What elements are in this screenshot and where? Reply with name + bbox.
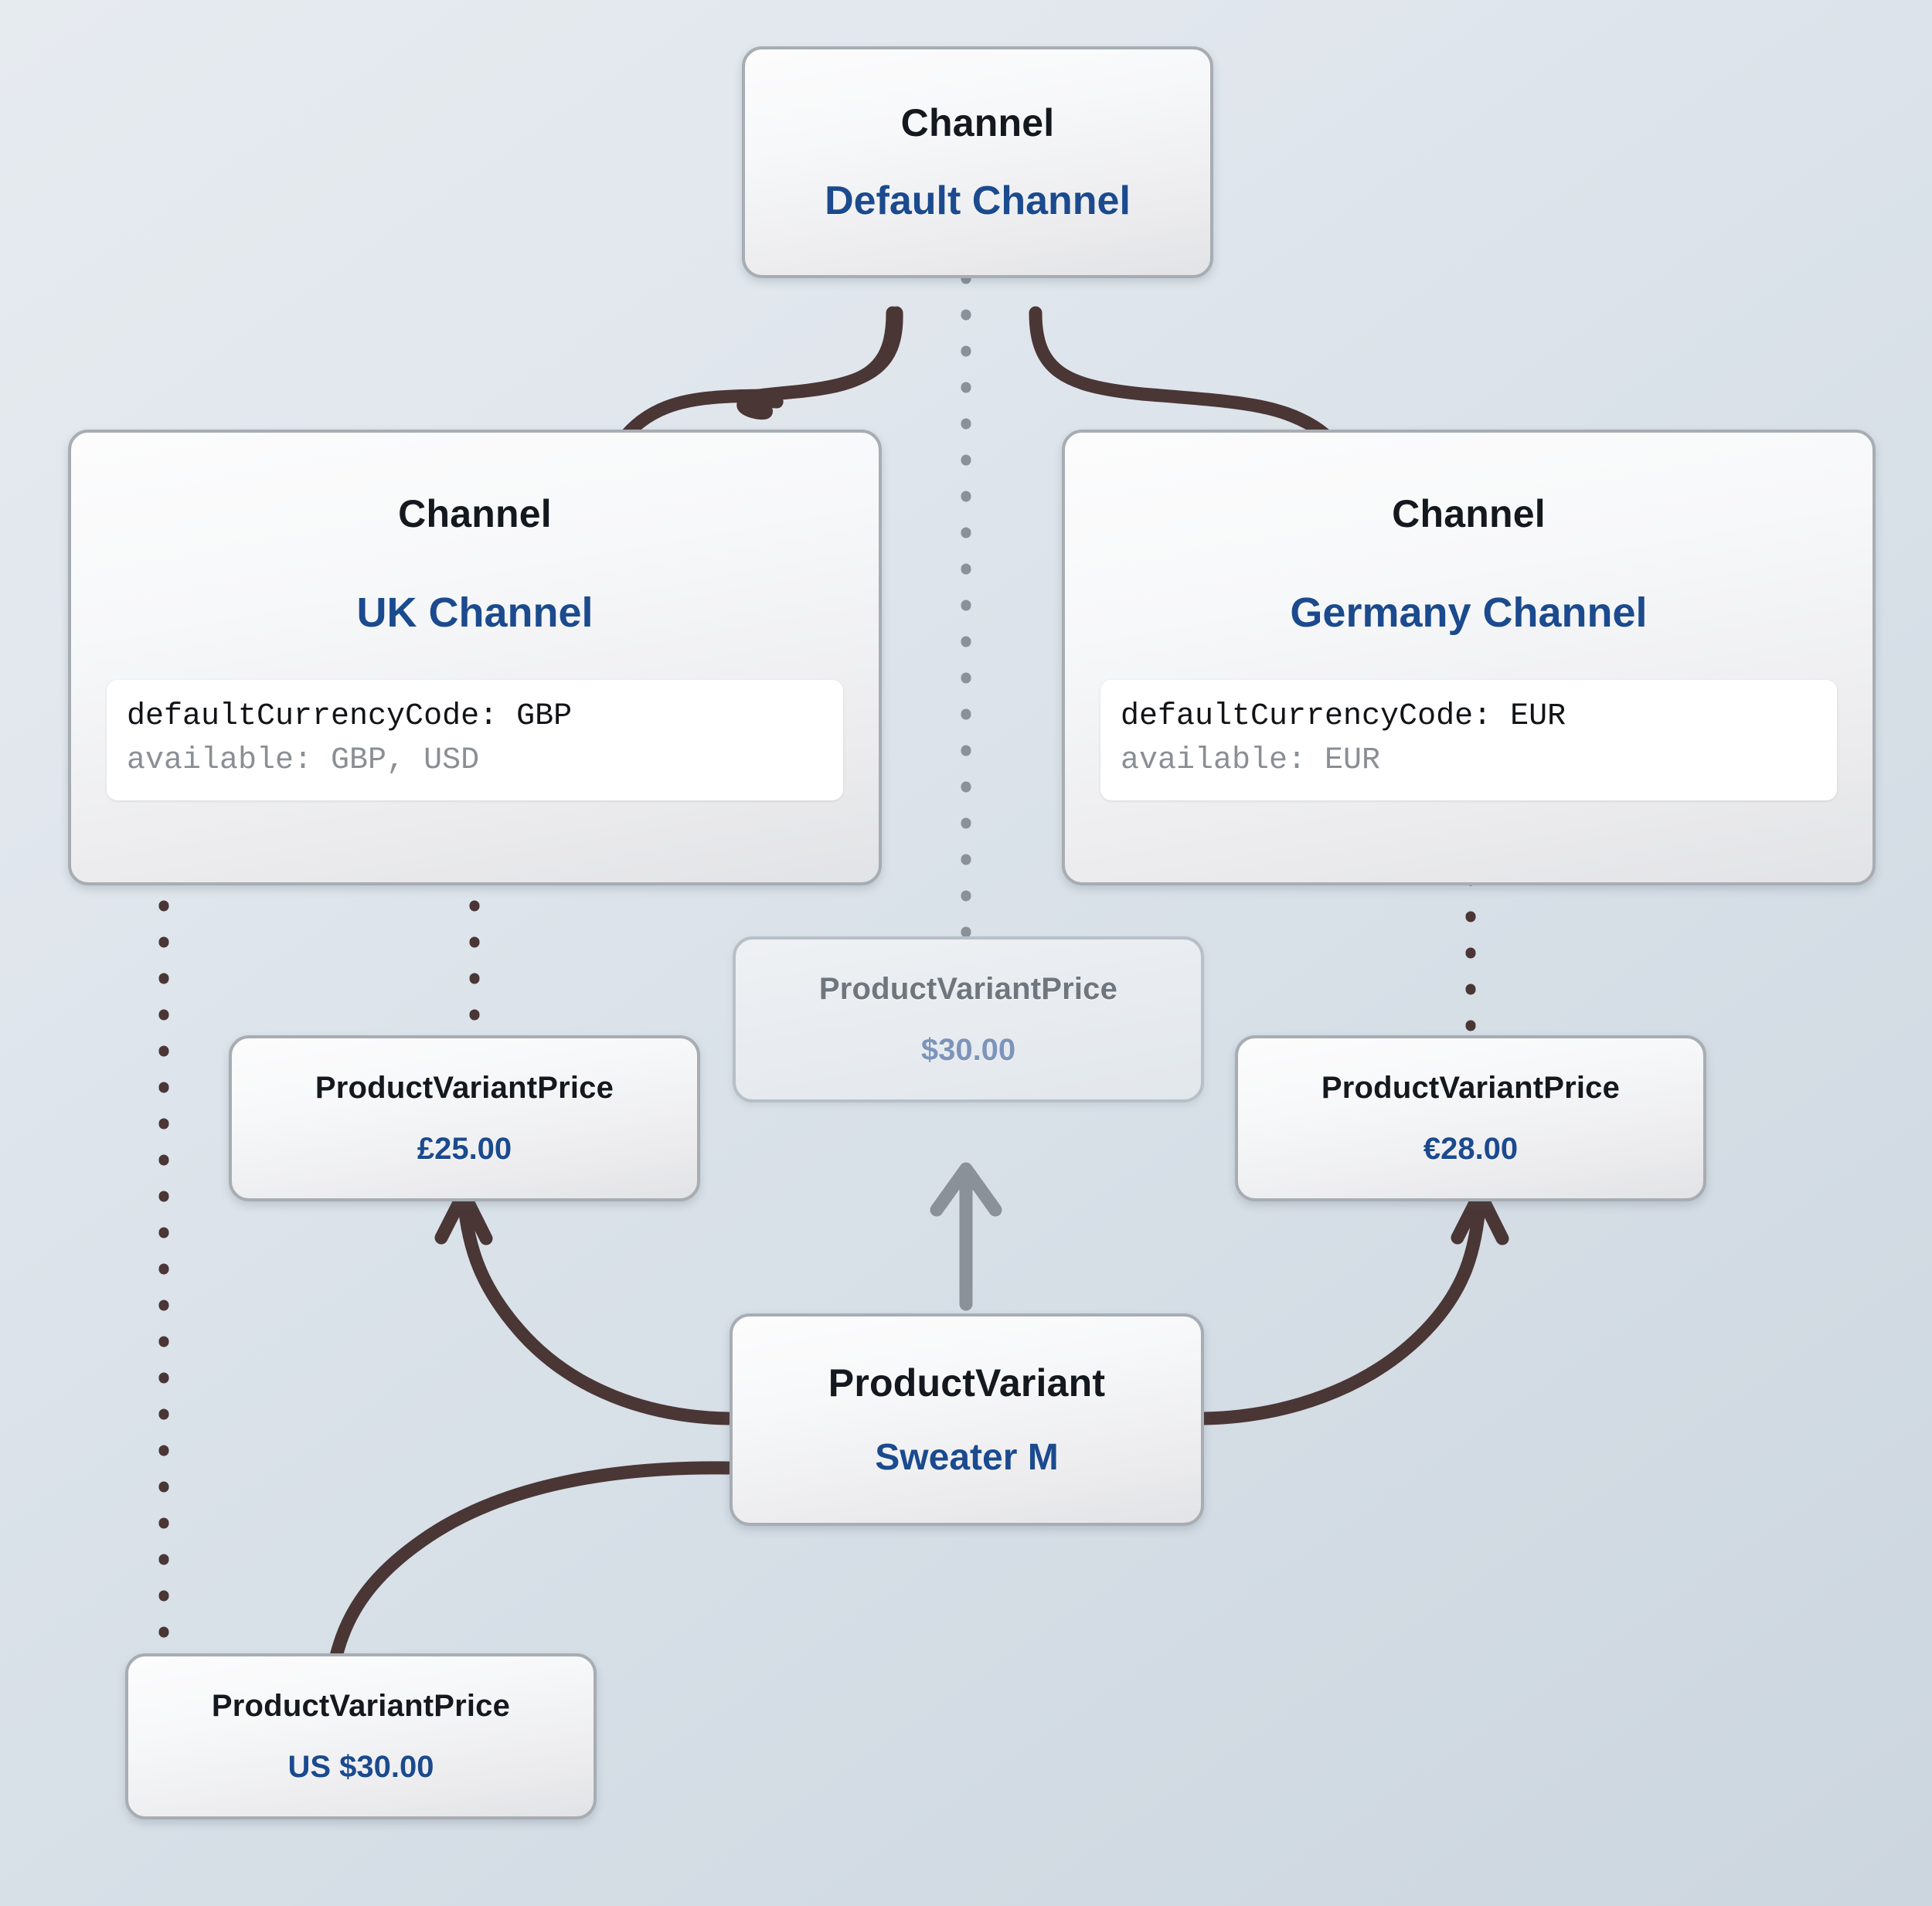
node-product-variant-name: Sweater M bbox=[875, 1437, 1059, 1478]
node-price-eur-amount: €28.00 bbox=[1423, 1131, 1519, 1166]
node-price-gbp-amount: £25.00 bbox=[417, 1131, 512, 1166]
arrow-variant-to-gbp-price bbox=[434, 1187, 735, 1425]
germany-channel-attributes: defaultCurrencyCode: EUR available: EUR bbox=[1100, 680, 1837, 801]
node-germany-channel[interactable]: Channel Germany Channel defaultCurrencyC… bbox=[1062, 430, 1876, 885]
node-price-eur[interactable]: ProductVariantPrice €28.00 bbox=[1235, 1035, 1706, 1201]
node-price-default-usd-ghost-type: ProductVariantPrice bbox=[818, 971, 1118, 1006]
node-price-gbp-type: ProductVariantPrice bbox=[315, 1070, 614, 1105]
node-price-eur-type: ProductVariantPrice bbox=[1321, 1070, 1621, 1105]
germany-channel-default-currency: defaultCurrencyCode: EUR bbox=[1121, 699, 1566, 734]
node-uk-channel[interactable]: Channel UK Channel defaultCurrencyCode: … bbox=[68, 430, 882, 885]
node-price-usd-amount: US $30.00 bbox=[287, 1749, 434, 1784]
node-uk-channel-type: Channel bbox=[398, 492, 552, 535]
node-price-gbp[interactable]: ProductVariantPrice £25.00 bbox=[229, 1035, 700, 1201]
node-product-variant-type: ProductVariant bbox=[828, 1361, 1106, 1405]
node-default-channel[interactable]: Channel Default Channel bbox=[742, 46, 1213, 278]
node-price-usd[interactable]: ProductVariantPrice US $30.00 bbox=[125, 1653, 597, 1819]
node-default-channel-type: Channel bbox=[900, 101, 1055, 144]
germany-channel-available-currencies: available: EUR bbox=[1121, 743, 1381, 779]
node-uk-channel-name: UK Channel bbox=[356, 589, 594, 636]
uk-channel-available-currencies: available: GBP, USD bbox=[127, 743, 480, 779]
arrow-variant-to-eur-price bbox=[1197, 1187, 1509, 1425]
arrow-variant-to-ghost-price bbox=[930, 1162, 1002, 1311]
node-price-default-usd-ghost[interactable]: ProductVariantPrice $30.00 bbox=[733, 936, 1204, 1102]
node-price-usd-type: ProductVariantPrice bbox=[211, 1688, 511, 1723]
node-germany-channel-name: Germany Channel bbox=[1290, 589, 1648, 636]
node-price-default-usd-ghost-amount: $30.00 bbox=[920, 1032, 1016, 1067]
node-germany-channel-type: Channel bbox=[1392, 492, 1546, 535]
node-default-channel-name: Default Channel bbox=[825, 178, 1131, 223]
uk-channel-attributes: defaultCurrencyCode: GBP available: GBP,… bbox=[107, 680, 843, 801]
node-product-variant[interactable]: ProductVariant Sweater M bbox=[730, 1313, 1204, 1526]
uk-channel-default-currency: defaultCurrencyCode: GBP bbox=[127, 699, 573, 734]
